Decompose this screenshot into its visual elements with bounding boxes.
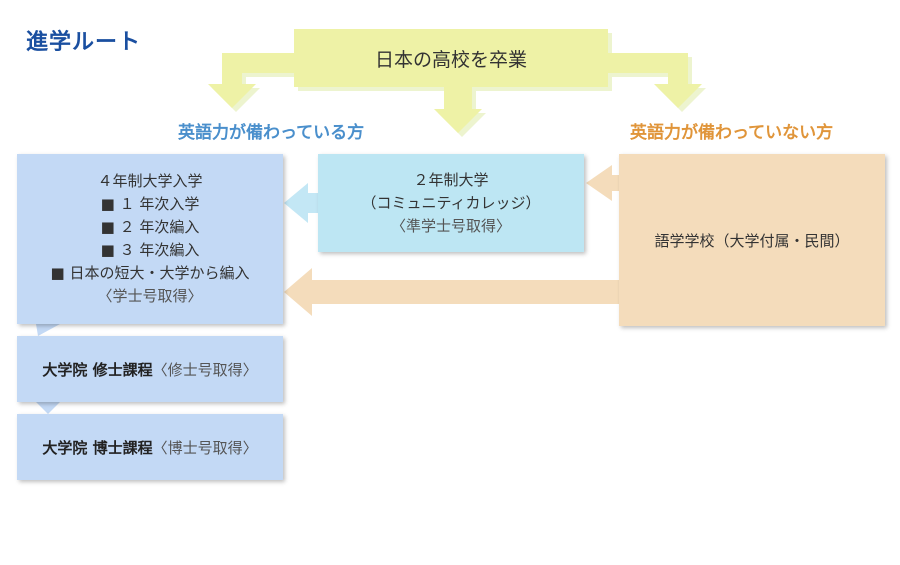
university-option-1: ■ １ 年次入学 bbox=[100, 195, 200, 213]
graduation-banner-shape bbox=[208, 29, 706, 137]
doctor-degree: 〈博士号取得〉 bbox=[152, 438, 258, 457]
doctor-course-label: 大学院 博士課程 bbox=[42, 438, 153, 457]
lang-to-university-arrow bbox=[284, 268, 619, 316]
community-college-box: ２年制大学 （コミュニティカレッジ） 〈準学士号取得〉 bbox=[318, 154, 584, 252]
without-english-label: 英語力が備わっていない方 bbox=[630, 123, 834, 143]
master-degree: 〈修士号取得〉 bbox=[152, 360, 258, 379]
cc-subtitle: （コミュニティカレッジ） bbox=[361, 193, 541, 212]
master-to-doctor-connector bbox=[36, 402, 60, 414]
page-title: 進学ルート bbox=[26, 30, 142, 55]
master-course-box: 大学院 修士課程〈修士号取得〉 bbox=[17, 336, 283, 402]
cc-to-university-arrow bbox=[284, 183, 318, 223]
university-title: ４年制大学入学 bbox=[97, 172, 203, 190]
lang-to-cc-arrow bbox=[586, 165, 619, 201]
with-english-label: 英語力が備わっている方 bbox=[178, 123, 365, 143]
cc-title: ２年制大学 bbox=[413, 170, 489, 189]
university-to-master-connector bbox=[36, 324, 60, 336]
cc-degree: 〈準学士号取得〉 bbox=[390, 216, 511, 235]
doctor-course-box: 大学院 博士課程〈博士号取得〉 bbox=[17, 414, 283, 480]
master-course-label: 大学院 修士課程 bbox=[42, 360, 153, 379]
graduation-label: 日本の高校を卒業 bbox=[374, 48, 527, 71]
language-school-box: 語学学校（大学付属・民間） bbox=[619, 154, 885, 326]
university-option-2: ■ ２ 年次編入 bbox=[100, 218, 200, 236]
university-option-4: ■ 日本の短大・大学から編入 bbox=[50, 264, 250, 282]
language-school-label: 語学学校（大学付属・民間） bbox=[654, 231, 850, 250]
university-degree: 〈学士号取得〉 bbox=[97, 287, 203, 305]
university-option-3: ■ ３ 年次編入 bbox=[100, 241, 200, 259]
university-box: ４年制大学入学 ■ １ 年次入学 ■ ２ 年次編入 ■ ３ 年次編入 ■ 日本の… bbox=[17, 154, 283, 324]
